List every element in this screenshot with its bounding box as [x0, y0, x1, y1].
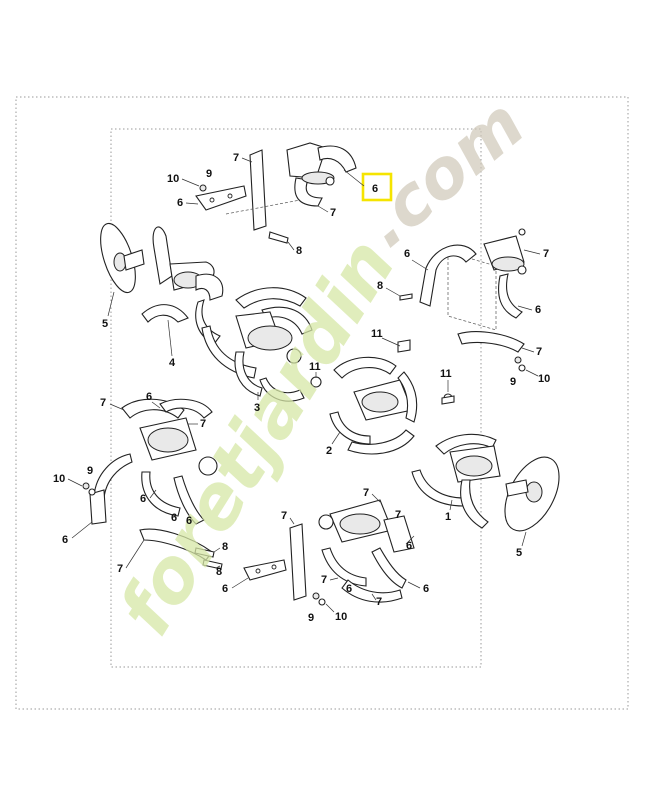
callout-part-9: 9 [87, 465, 93, 477]
callout-part-9: 9 [308, 612, 314, 624]
callout-part-3: 3 [254, 402, 260, 414]
watermark: foretjardin .com [102, 84, 539, 649]
callout-part-7: 7 [100, 397, 106, 409]
callout-part-6: 6 [62, 534, 68, 546]
callout-part-7: 7 [233, 152, 239, 164]
tine-assembly-1 [411, 433, 501, 529]
callout-part-11: 11 [309, 361, 321, 373]
callout-part-6: 6 [140, 493, 146, 505]
callout-labels: 6 7 7 10 9 6 8 5 4 3 6 7 8 6 7 9 10 11 1… [53, 152, 550, 624]
callout-part-7: 7 [200, 418, 206, 430]
callout-part-10: 10 [53, 473, 65, 485]
callout-part-7: 7 [321, 574, 327, 586]
callout-part-6: 6 [404, 248, 410, 260]
callout-part-7: 7 [363, 487, 369, 499]
tine-assembly-4 [141, 226, 224, 345]
callout-part-5: 5 [516, 547, 522, 559]
callout-part-6: 6 [186, 515, 192, 527]
callout-part-6: 6 [222, 583, 228, 595]
callout-part-7: 7 [281, 510, 287, 522]
callout-part-6: 6 [177, 197, 183, 209]
top-tine-assembly [195, 142, 357, 244]
callout-part-10: 10 [167, 173, 179, 185]
tine-assembly-2 [310, 339, 455, 455]
callout-part-7: 7 [117, 563, 123, 575]
callout-part-6: 6 [372, 183, 378, 195]
callout-part-1: 1 [445, 511, 451, 523]
callout-part-6: 6 [346, 583, 352, 595]
bottom-tine-assembly [139, 499, 415, 606]
right-upper-tine-assembly [399, 228, 527, 372]
callout-part-6: 6 [406, 540, 412, 552]
callout-part-10: 10 [538, 373, 550, 385]
callout-part-7: 7 [543, 248, 549, 260]
callout-part-11: 11 [440, 368, 452, 380]
callout-part-8: 8 [296, 245, 302, 257]
callout-part-8: 8 [216, 566, 222, 578]
callout-part-10: 10 [335, 611, 347, 623]
callout-part-7: 7 [536, 346, 542, 358]
tine-assembly-3 [201, 287, 313, 402]
callout-part-9: 9 [206, 168, 212, 180]
callout-part-8: 8 [222, 541, 228, 553]
callout-part-11: 11 [371, 328, 383, 340]
callout-part-6: 6 [146, 391, 152, 403]
callout-part-7: 7 [395, 509, 401, 521]
left-side-disc [100, 222, 145, 294]
callout-part-6: 6 [423, 583, 429, 595]
callout-part-6: 6 [171, 512, 177, 524]
callout-part-7: 7 [376, 596, 382, 608]
inner-frame [110, 128, 482, 668]
left-lower-tine-assembly [82, 398, 218, 525]
callout-highlight-box [361, 172, 393, 202]
right-side-disc [504, 456, 560, 532]
callout-part-6: 6 [535, 304, 541, 316]
callout-part-9: 9 [510, 376, 516, 388]
callout-part-7: 7 [330, 207, 336, 219]
callout-part-4: 4 [169, 357, 176, 369]
callout-part-2: 2 [326, 445, 332, 457]
callout-part-8: 8 [377, 280, 383, 292]
callout-part-5: 5 [102, 318, 108, 330]
